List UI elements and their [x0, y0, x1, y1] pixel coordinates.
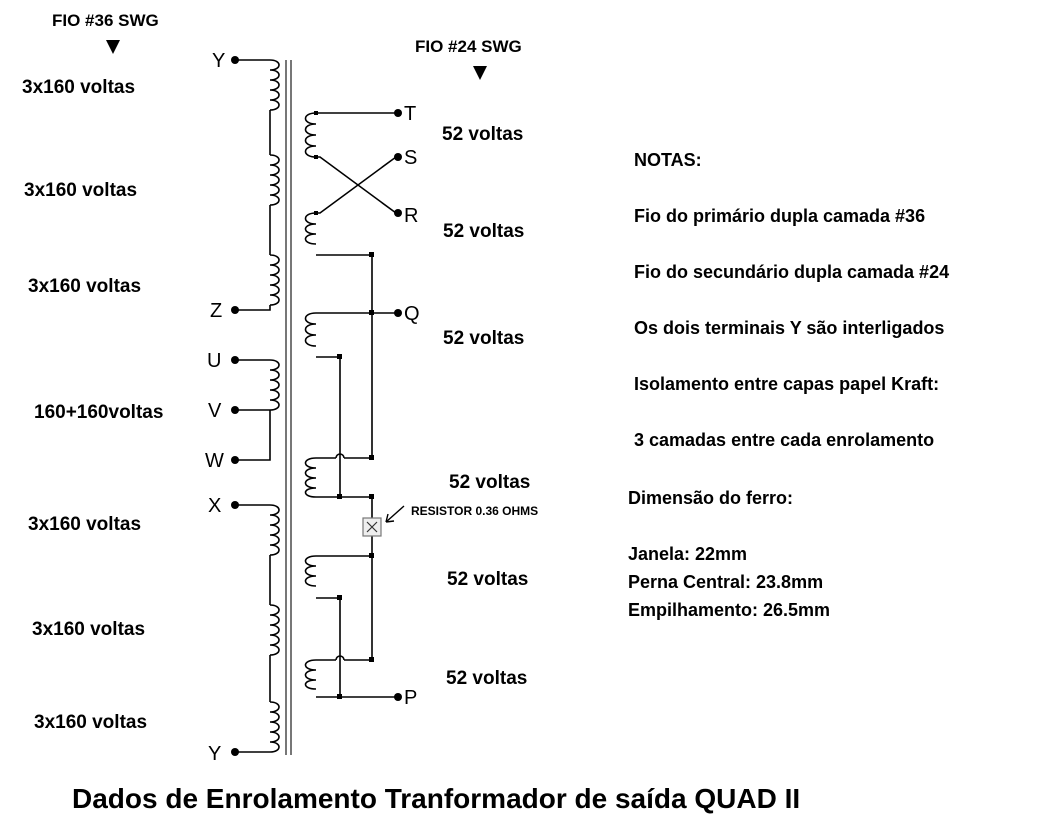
resistor-pointer-arrow-icon: [385, 505, 405, 523]
junction-dots: [314, 111, 374, 699]
core-dimension-line: Perna Central: 23.8mm: [628, 572, 823, 592]
page-title: Dados de Enrolamento Tranformador de saí…: [72, 783, 800, 814]
terminal-p: P: [404, 687, 417, 709]
terminal-t: T: [404, 103, 416, 125]
terminal-r: R: [404, 205, 418, 227]
primary-winding-label: 160+160voltas: [34, 402, 163, 423]
note-line: Isolamento entre capas papel Kraft:: [634, 374, 939, 394]
primary-winding-label: 3x160 voltas: [24, 180, 137, 201]
note-line: Fio do secundário dupla camada #24: [634, 262, 949, 282]
core-dimensions-heading: Dimensão do ferro:: [628, 488, 793, 508]
terminal-z: Z: [210, 300, 222, 322]
secondary-winding-label: 52 voltas: [446, 668, 527, 689]
notes-panel: NOTAS: Fio do primário dupla camada #36 …: [628, 150, 949, 620]
terminal-x: X: [208, 495, 221, 517]
secondary-winding-label: 52 voltas: [443, 221, 524, 242]
secondary-winding-label: 52 voltas: [449, 472, 530, 493]
resistor-label: RESISTOR 0.36 OHMS: [411, 504, 538, 518]
secondary-arrow-icon: [473, 66, 487, 80]
primary-arrow-icon: [106, 40, 120, 54]
core-dimension-line: Empilhamento: 26.5mm: [628, 600, 830, 620]
primary-wire-header: FIO #36 SWG: [52, 11, 159, 30]
terminal-s: S: [404, 147, 417, 169]
primary-wiring: [238, 59, 271, 753]
resistor: [362, 517, 382, 537]
primary-coils: [269, 59, 280, 753]
terminal-q: Q: [404, 303, 420, 325]
primary-terminal-dots: [231, 56, 239, 756]
secondary-winding-label: 52 voltas: [443, 328, 524, 349]
primary-winding-label: 3x160 voltas: [28, 514, 141, 535]
terminal-v: V: [208, 400, 222, 422]
primary-winding-label: 3x160 voltas: [32, 619, 145, 640]
terminal-w: W: [205, 450, 224, 472]
secondary-coils: [304, 112, 317, 690]
notes-heading: NOTAS:: [634, 150, 702, 170]
secondary-wire-header: FIO #24 SWG: [415, 37, 522, 56]
note-line: Fio do primário dupla camada #36: [634, 206, 925, 226]
secondary-wiring: [316, 112, 398, 698]
primary-winding-label: 3x160 voltas: [22, 77, 135, 98]
secondary-winding-label: 52 voltas: [447, 569, 528, 590]
note-line: 3 camadas entre cada enrolamento: [634, 430, 934, 450]
note-line: Os dois terminais Y são interligados: [634, 318, 944, 338]
primary-winding-label: 3x160 voltas: [34, 712, 147, 733]
transformer-core: [285, 60, 292, 755]
terminal-y-top: Y: [212, 50, 225, 72]
core-dimension-line: Janela: 22mm: [628, 544, 747, 564]
terminal-y-bottom: Y: [208, 743, 221, 765]
secondary-terminal-dots: [394, 109, 402, 701]
primary-winding-label: 3x160 voltas: [28, 276, 141, 297]
secondary-winding-label: 52 voltas: [442, 124, 523, 145]
terminal-u: U: [207, 350, 221, 372]
